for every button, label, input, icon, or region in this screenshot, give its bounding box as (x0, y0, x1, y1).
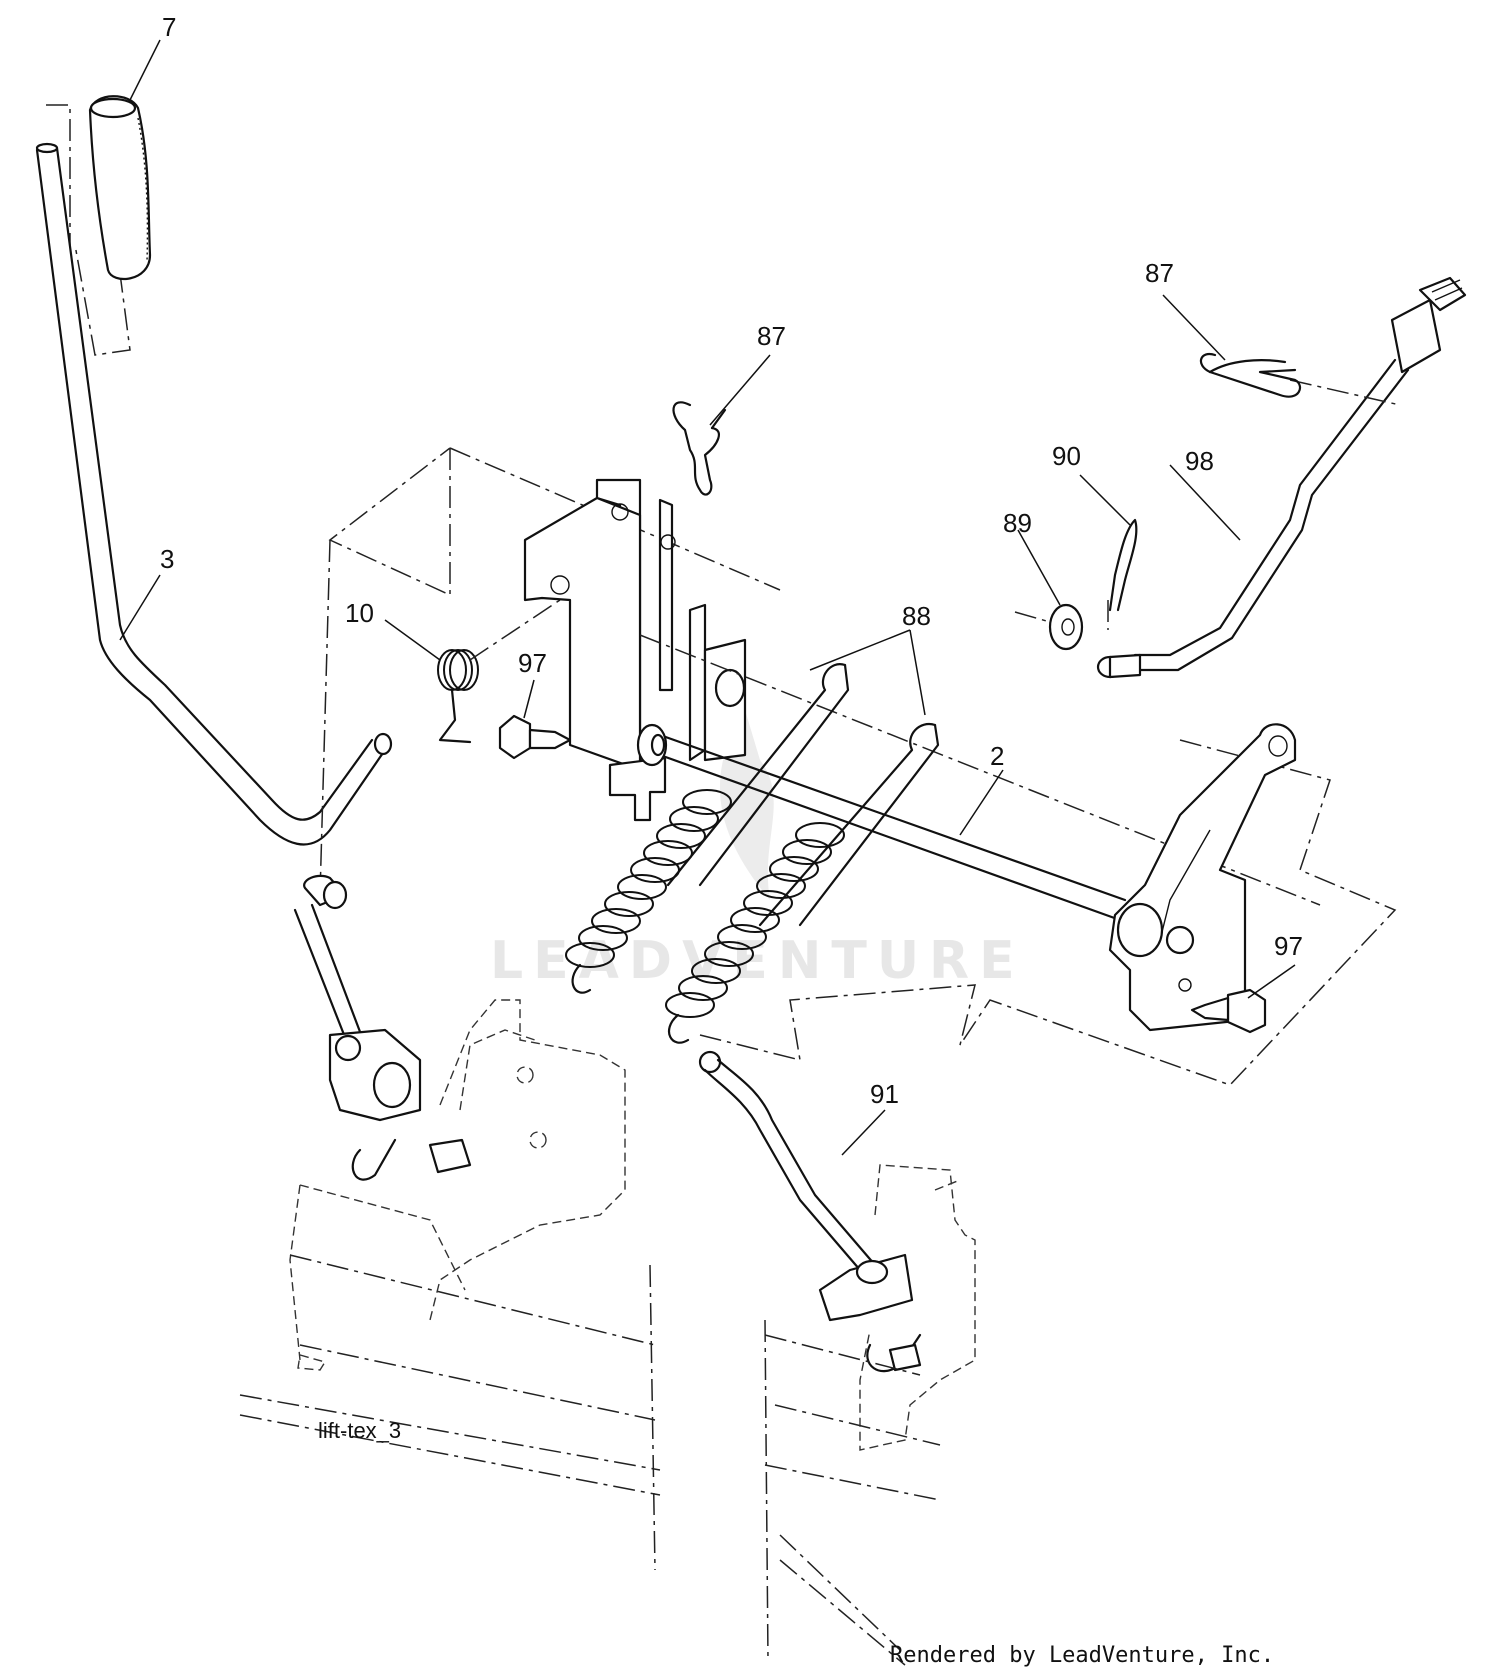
frame-left-ghost (239, 999, 661, 1571)
part-bolt-left (498, 714, 572, 760)
callout-2: 2 (990, 741, 1004, 771)
part-torsion-spring (437, 599, 561, 744)
part-left-lift-link (293, 874, 472, 1181)
part-right-lift-arm (699, 723, 1397, 1086)
callout-87-right: 87 (1145, 258, 1174, 288)
part-cotter-pin (1107, 518, 1138, 630)
callout-90: 90 (1052, 441, 1081, 471)
callout-98: 98 (1185, 446, 1214, 476)
frame-right-ghost (764, 1164, 976, 1666)
part-bolt-right (1190, 988, 1267, 1034)
part-extension-springs (565, 663, 940, 1044)
callout-87-center: 87 (757, 321, 786, 351)
spring-coils-left (565, 789, 732, 994)
callout-91: 91 (870, 1079, 899, 1109)
part-hairpin-clip-right (1199, 352, 1302, 398)
callout-97-right: 97 (1274, 931, 1303, 961)
watermark-text: LEADVENTURE (490, 931, 1025, 991)
part-right-lift-link (698, 1050, 922, 1373)
part-hairpin-clip-center (672, 401, 727, 496)
part-center-bracket (328, 447, 781, 822)
part-grip (46, 95, 152, 356)
callout-88: 88 (902, 601, 931, 631)
render-credit: Rendered by LeadVenture, Inc. (890, 1643, 1274, 1668)
spring-coils-right (665, 822, 845, 1044)
reference-code: lift-tex_3 (318, 1418, 401, 1443)
part-washer (1014, 603, 1084, 651)
leader-lines (119, 39, 1296, 1156)
callout-89: 89 (1003, 508, 1032, 538)
part-adjust-rod (1096, 276, 1467, 679)
callout-7: 7 (162, 12, 176, 42)
part-lift-handle (35, 142, 393, 896)
callout-97-left: 97 (518, 648, 547, 678)
callout-3: 3 (160, 544, 174, 574)
callout-10: 10 (345, 598, 374, 628)
callouts: 7 3 10 97 87 88 2 87 90 89 98 97 91 (160, 12, 1303, 1109)
